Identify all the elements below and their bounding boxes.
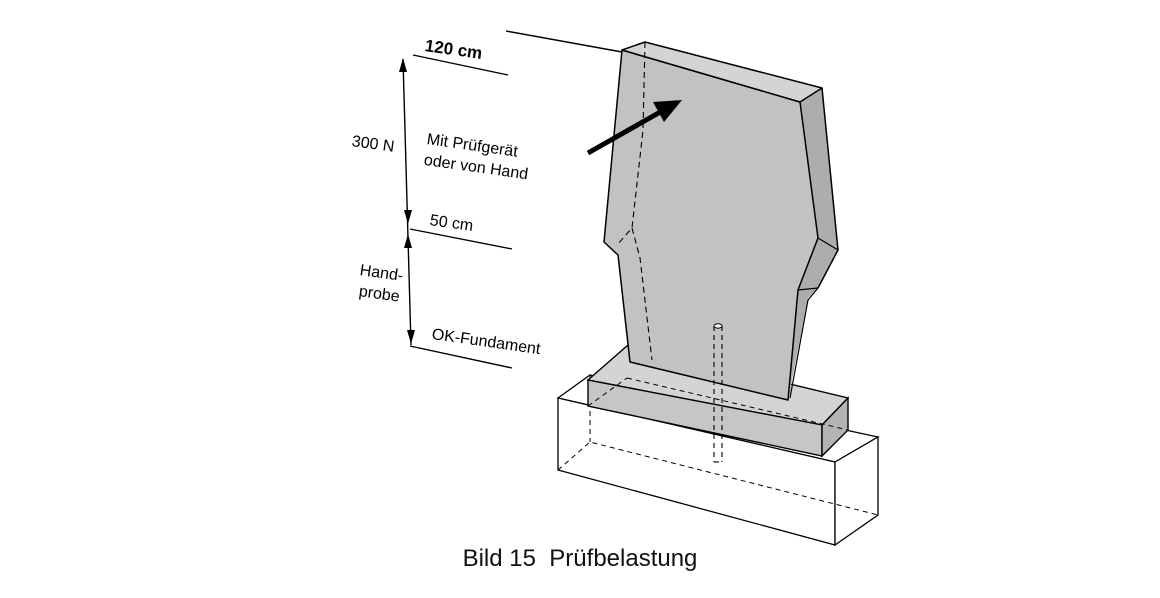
force-300n-label: 300 N [351,133,396,156]
anchor-dowel [713,326,723,463]
height-50cm-label: 50 cm [429,212,475,235]
hand-test-label-line2: probe [358,283,401,306]
reference-lines [402,30,623,369]
dimension-arrowheads [399,58,415,344]
dowel-top [713,323,723,329]
load-arrow [586,100,682,156]
figure-caption: Bild 15 Prüfbelastung [462,545,698,572]
gravestone [603,41,839,401]
hand-test-label-line1: Hand- [359,262,405,285]
